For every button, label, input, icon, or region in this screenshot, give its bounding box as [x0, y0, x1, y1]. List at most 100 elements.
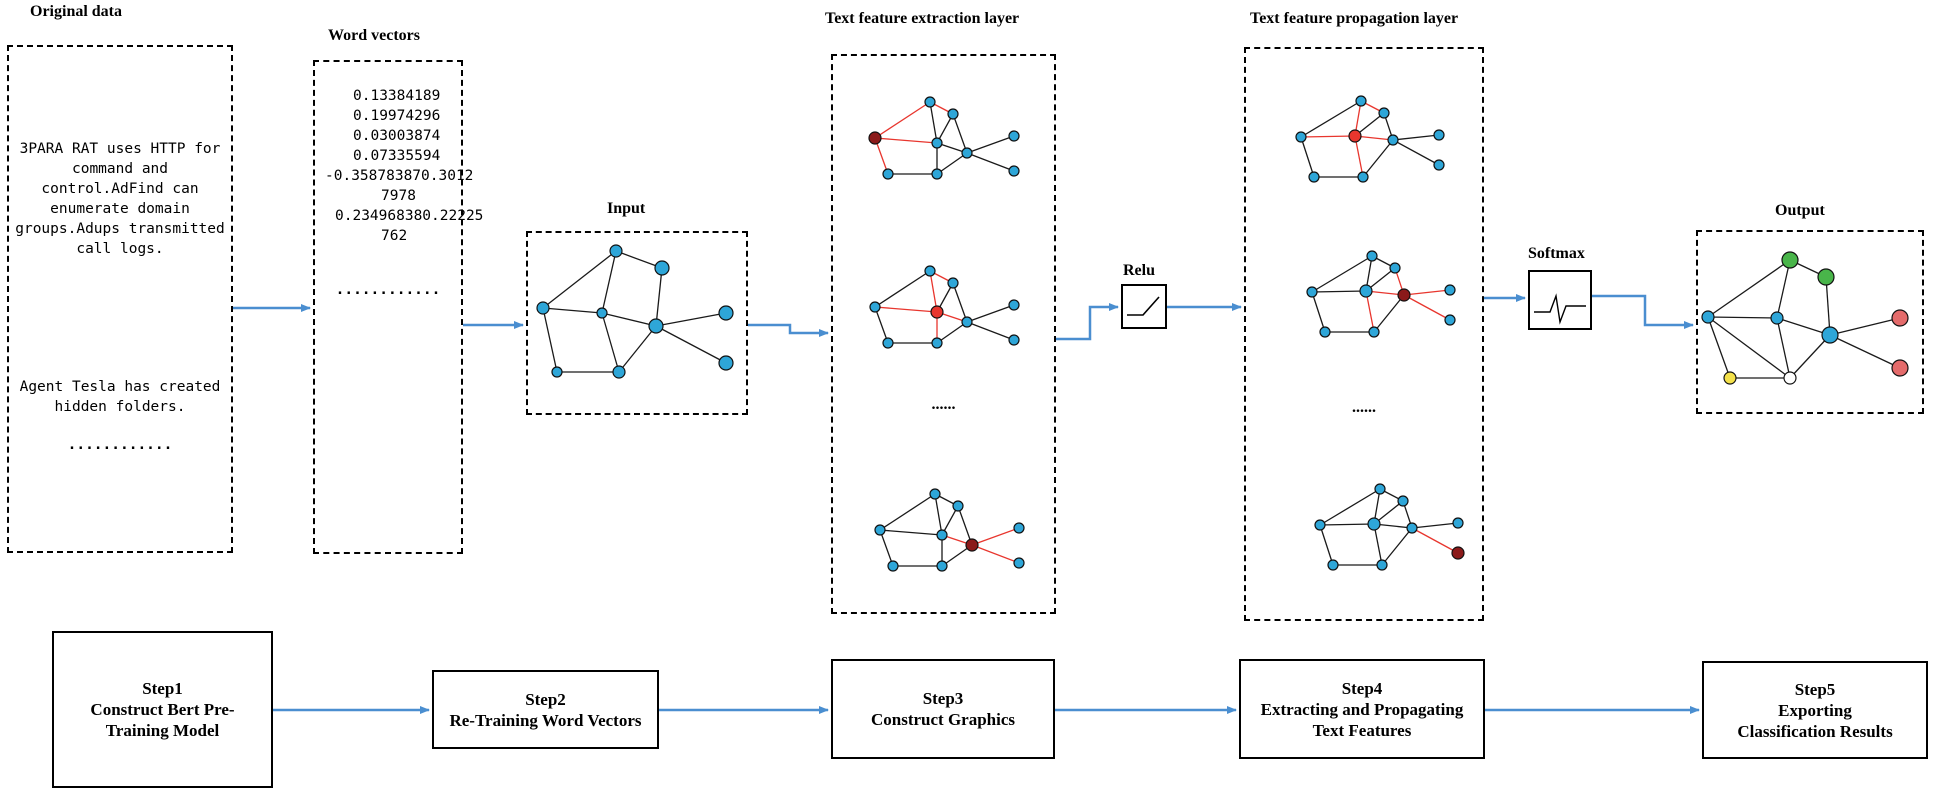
vector-value: 0.03003874 — [353, 128, 441, 144]
graph-node — [1891, 359, 1909, 377]
graph-node — [1444, 284, 1456, 296]
graph-edge — [874, 306, 889, 344]
vector-value: 0.19974296 — [353, 108, 441, 124]
graph-edge — [1392, 139, 1440, 166]
extraction-layer-title: Text feature extraction layer — [825, 10, 1020, 27]
graph-node — [654, 260, 670, 276]
extraction-graph-1 — [868, 96, 1020, 180]
graph-edge — [966, 321, 1015, 341]
graph-edge — [655, 312, 727, 327]
step2-box: Step2 Re-Training Word Vectors — [432, 670, 659, 749]
graph-edge — [936, 152, 968, 175]
graph-edge — [934, 493, 943, 536]
input-title: Input — [607, 200, 646, 217]
graph-node — [1357, 171, 1369, 183]
graph-node — [1433, 129, 1445, 141]
step3-text: Construct Graphics — [870, 710, 1016, 729]
graph-node — [1397, 495, 1409, 507]
graph-edge — [952, 113, 968, 154]
graph-node — [1397, 288, 1411, 302]
graph-node — [924, 96, 936, 108]
graph-node — [874, 524, 886, 536]
graph-node — [882, 337, 894, 349]
step4-box: Step4 Extracting and Propagating Text Fe… — [1239, 659, 1485, 759]
output-graph — [1701, 251, 1909, 385]
graph-node — [536, 301, 550, 315]
graph-node — [1821, 326, 1839, 344]
vector-value: 0.234968380.22225 — [335, 208, 484, 224]
step4-label: Step4 — [1341, 678, 1383, 698]
graph-edge — [1707, 316, 1778, 319]
graph-edge — [1365, 290, 1375, 333]
graph-node — [718, 355, 734, 371]
propagation-graph-3 — [1314, 483, 1465, 571]
graph-node — [961, 316, 973, 328]
graph-edge — [1319, 524, 1334, 566]
graph-edge — [542, 307, 603, 314]
graph-edge — [1707, 316, 1731, 379]
graph-node — [1891, 309, 1909, 327]
graph-edge — [1354, 135, 1364, 178]
graph-node — [868, 131, 882, 145]
original-text-line: 3PARA RAT uses HTTP for — [19, 141, 221, 157]
graph-edge — [1373, 523, 1383, 566]
graph-node — [1783, 371, 1797, 385]
graph-edge — [1311, 290, 1367, 293]
graph-edge — [966, 152, 1015, 172]
original-data-title: Original data — [30, 3, 123, 20]
graph-edge — [966, 135, 1015, 154]
extraction-graph-2 — [869, 265, 1020, 349]
graph-edge — [1300, 136, 1315, 178]
graph-edge — [1373, 294, 1405, 333]
graph-node — [1406, 522, 1418, 534]
graph-edge — [1403, 289, 1451, 296]
graph-edge — [1300, 100, 1362, 138]
vector-value: 7978 — [381, 188, 416, 204]
graph-node — [1008, 130, 1020, 142]
graph-edge — [1829, 317, 1901, 336]
graph-edge — [936, 321, 968, 344]
graph-node — [1319, 326, 1331, 338]
graph-edge — [601, 312, 620, 373]
graph-node — [1013, 522, 1025, 534]
extraction-graph-3 — [874, 488, 1025, 572]
graph-edge — [874, 101, 931, 139]
graph-node — [1433, 159, 1445, 171]
step3-box: Step3 Construct Graphics — [831, 659, 1055, 759]
graph-node — [1451, 546, 1465, 560]
step2-text: Re-Training Word Vectors — [449, 710, 642, 730]
graph-node — [1308, 171, 1320, 183]
graph-edge — [1362, 139, 1394, 178]
graph-node — [1367, 517, 1381, 531]
graph-edge — [1311, 291, 1326, 333]
input-graph — [536, 244, 734, 379]
graph-edge — [1411, 522, 1459, 529]
graph-edge — [1776, 317, 1791, 379]
graph-edge — [971, 527, 1020, 546]
graph-edge — [1825, 276, 1831, 336]
step2-label: Step2 — [525, 689, 566, 709]
graph-node — [931, 337, 943, 349]
graph-edge — [929, 101, 938, 144]
graph-node — [609, 244, 623, 258]
graph-node — [1008, 165, 1020, 177]
relu-curve-icon — [1127, 296, 1160, 316]
step1-label: Step1 — [142, 679, 183, 698]
vector-value: -0.358783870.3012 — [325, 168, 474, 184]
arrow-input-to-extraction — [748, 323, 829, 337]
graph-node — [612, 365, 626, 379]
extraction-ellipsis: ...... — [931, 396, 956, 413]
graph-node — [882, 168, 894, 180]
graph-edge — [874, 306, 938, 313]
graph-edge — [879, 493, 936, 531]
relu-box — [1121, 284, 1167, 329]
extraction-layer-box: ...... — [831, 54, 1056, 614]
relu-label: Relu — [1123, 262, 1155, 279]
graph-node — [1355, 95, 1367, 107]
arrow-extraction-to-relu — [1056, 303, 1119, 341]
propagation-layer-title: Text feature propagation layer — [1250, 10, 1459, 27]
graph-edge — [1789, 334, 1831, 379]
graph-edge — [1707, 259, 1791, 318]
graph-node — [869, 301, 881, 313]
